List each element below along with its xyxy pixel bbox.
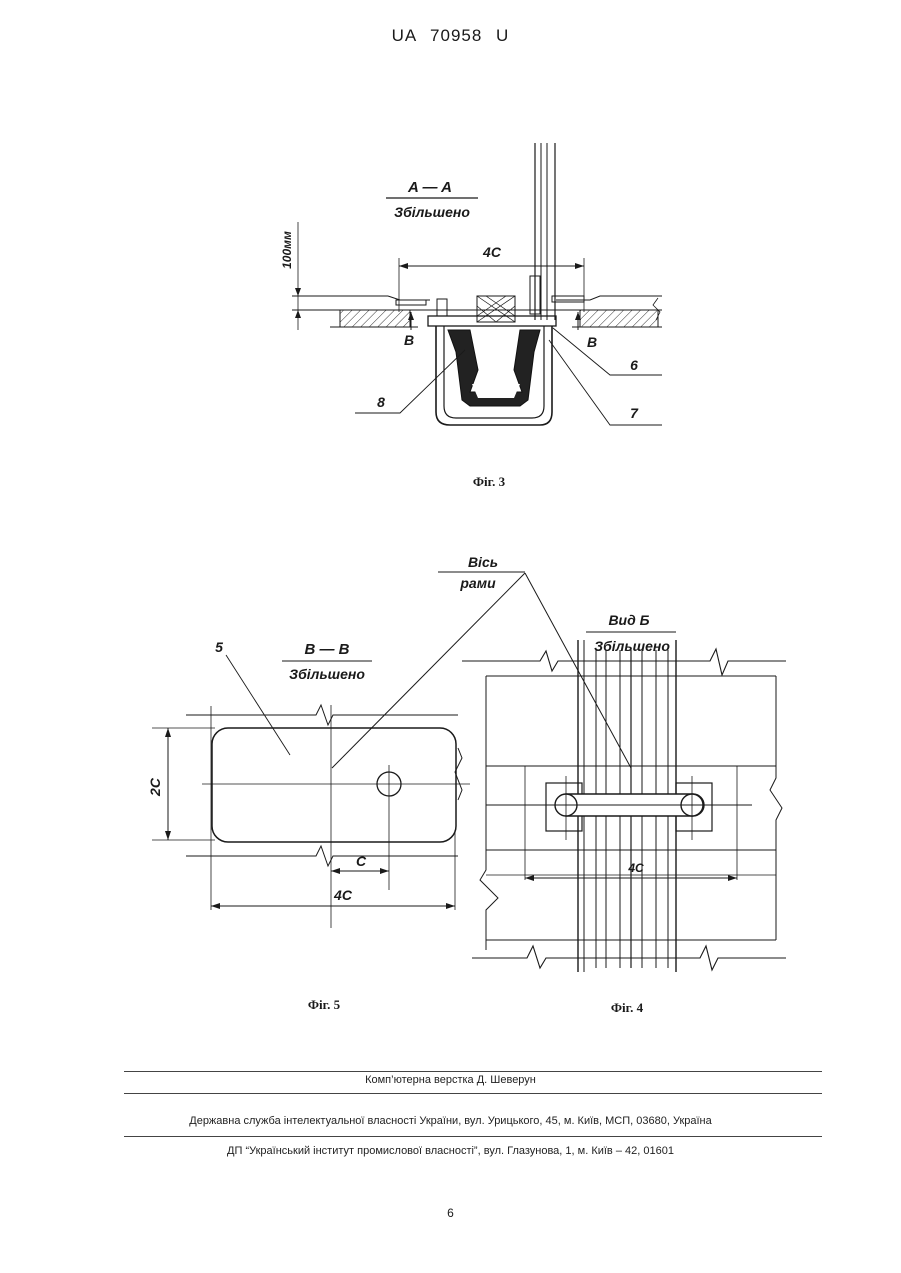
- fig5-section-subtitle: Збільшено: [289, 666, 365, 682]
- agency-address: Державна служба інтелектуальної власност…: [0, 1115, 901, 1127]
- fig5-dim-c: C: [356, 853, 367, 869]
- fig5-section-title: B — B: [305, 641, 350, 658]
- fig3-section-subtitle: Збільшено: [394, 204, 470, 220]
- fig3-label-8: 8: [377, 394, 385, 410]
- fig4-caption: Фіг. 4: [611, 1000, 644, 1015]
- layout-credit: Комп’ютерна верстка Д. Шеверун: [0, 1074, 901, 1086]
- footer-rule-2: [124, 1093, 822, 1094]
- fig4-dim-4c: 4C: [627, 861, 644, 875]
- fig4-view-title: Вид Б: [608, 612, 649, 628]
- axis-label-line-2: рами: [459, 575, 496, 591]
- axis-label-line-1: Вісь: [468, 554, 498, 570]
- fig3-dim-100mm: 100мм: [280, 231, 294, 269]
- page-number: 6: [0, 1206, 901, 1220]
- footer-rule-3: [124, 1136, 822, 1137]
- fig3-label-b-right: B: [587, 334, 597, 350]
- fig5-dim-4c: 4C: [333, 887, 353, 903]
- fig3-label-6: 6: [630, 357, 638, 373]
- footer-rule-1: [124, 1071, 822, 1072]
- institute-address: ДП “Український інститут промислової вла…: [0, 1145, 901, 1157]
- fig3-label-b-left: B: [404, 332, 414, 348]
- fig3-section-title: A — A: [407, 179, 452, 196]
- fig5-caption: Фіг. 5: [308, 997, 341, 1012]
- figure-3: A — A Збільшено 4C 100мм: [280, 143, 662, 489]
- fig5-dim-2c: 2C: [147, 777, 163, 797]
- fig3-dim-4c: 4C: [482, 244, 502, 260]
- fig3-caption: Фіг. 3: [473, 474, 506, 489]
- figure-4: Вид Б Збільшено: [462, 612, 786, 1015]
- fig3-label-7: 7: [630, 405, 639, 421]
- fig5-label-5: 5: [215, 639, 223, 655]
- figure-5: B — B Збільшено 5 2C C 4C Фіг: [147, 639, 470, 1012]
